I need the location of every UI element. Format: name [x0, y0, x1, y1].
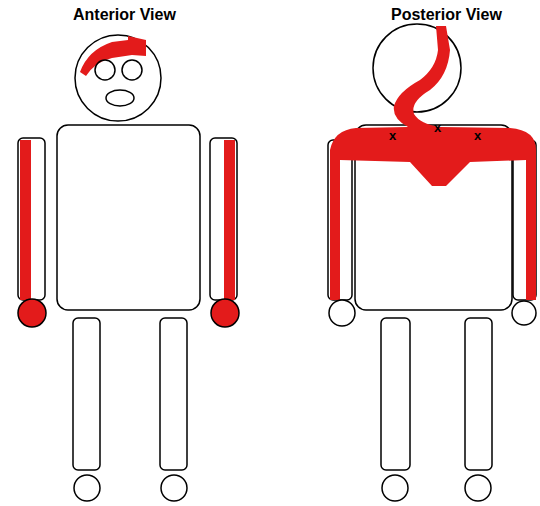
- view-title: Posterior View: [391, 7, 502, 23]
- view-title: Anterior View: [73, 7, 176, 23]
- anterior-figure: [18, 35, 239, 501]
- point-mark: x: [434, 121, 441, 134]
- point-mark: x: [474, 129, 481, 142]
- posterior-figure: [328, 24, 536, 501]
- point-mark: x: [389, 129, 396, 142]
